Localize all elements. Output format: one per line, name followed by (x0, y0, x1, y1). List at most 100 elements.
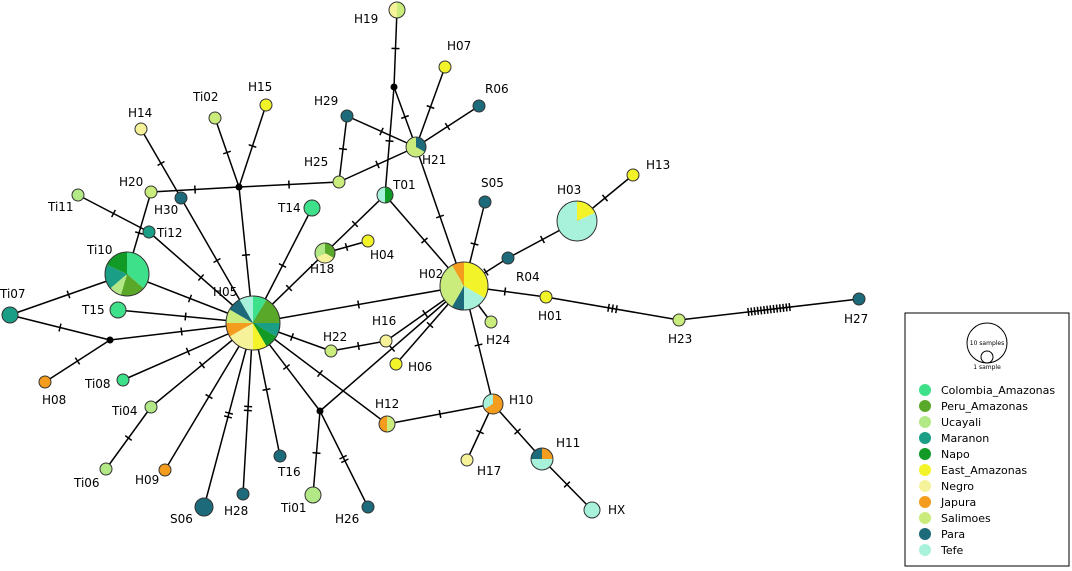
mutation-tick (435, 214, 445, 219)
mutation-tick (224, 411, 234, 415)
mutation-tick (312, 451, 321, 455)
haplotype-label: H28 (224, 504, 248, 518)
pie-slice (377, 187, 385, 203)
mutation-tick (514, 428, 521, 435)
pie-slice (461, 454, 473, 466)
haplotype-label: Ti11 (47, 200, 74, 214)
mutation-tick (444, 122, 451, 131)
pie-slice (385, 187, 393, 203)
pie-slice (502, 252, 514, 264)
node-outline (225, 295, 281, 351)
node-outline (236, 487, 250, 501)
pie-slice (584, 502, 600, 518)
node-outline (158, 463, 172, 477)
haplotype-node-h09 (158, 463, 172, 477)
mutation-tick (388, 344, 396, 353)
haplotype-label: H25 (304, 155, 328, 169)
haplotype-label: H26 (335, 512, 359, 526)
haplotype-node-h02 (439, 261, 489, 311)
node-outline (501, 251, 515, 265)
haplotype-label: T14 (277, 201, 301, 215)
haplotype-label: H30 (154, 203, 178, 217)
haplotype-node-t16 (273, 449, 287, 463)
pie-slice (341, 110, 353, 122)
pie-slice (106, 252, 127, 274)
node-outline (340, 109, 354, 123)
network-nodes (1, 1, 866, 519)
legend-swatch-japura (919, 496, 931, 508)
pie-slice (253, 296, 267, 323)
haplotype-label: T01 (392, 178, 416, 192)
legend-swatch-maranon (919, 432, 931, 444)
haplotype-node-h23 (672, 313, 686, 327)
network-edge (319, 410, 369, 508)
pie-slice (473, 100, 485, 112)
legend-scale-small-label: 1 sample (973, 364, 1001, 371)
pie-slice (479, 196, 491, 208)
pie-slice (485, 316, 497, 328)
node-outline (273, 449, 287, 463)
mutation-tick (426, 321, 434, 329)
pie-slice (362, 501, 374, 513)
pie-slice (253, 323, 267, 350)
mutation-tick (759, 306, 763, 315)
mutation-tick (539, 235, 546, 244)
mutation-tick (607, 303, 610, 312)
node-outline (208, 111, 222, 125)
mutation-tick (503, 287, 507, 296)
legend-swatch-tefe (919, 544, 931, 556)
pie-slice (452, 262, 464, 286)
mutation-tick (185, 347, 191, 356)
pie-slice (159, 464, 171, 476)
haplotype-node-h14 (134, 122, 148, 136)
node-outline (556, 200, 598, 242)
pie-slice (175, 192, 187, 204)
mutation-tick (385, 139, 394, 143)
legend-label: Colombia_Amazonas (941, 384, 1055, 397)
node-outline (388, 1, 406, 19)
pie-slice (439, 61, 451, 73)
node-outline (672, 313, 686, 327)
median-vector-node (106, 336, 114, 344)
haplotype-node-h19 (388, 1, 406, 19)
legend-label: Ucayali (941, 416, 981, 429)
node-outline (174, 191, 188, 205)
mutation-tick (124, 435, 133, 441)
mutation-tick (772, 304, 775, 314)
legend-label: Salimoes (941, 512, 991, 525)
pie-slice (145, 186, 157, 198)
network-edge (678, 298, 860, 321)
mutation-tick (187, 294, 193, 303)
pie-slice (127, 252, 149, 289)
legend-swatch-colombia_amazonas (919, 384, 931, 396)
haplotype-node-h12 (378, 415, 396, 433)
haplotype-label: T15 (81, 303, 105, 317)
node-outline (99, 462, 113, 476)
haplotype-label: T16 (277, 465, 301, 479)
pie-slice (387, 416, 395, 432)
mutation-tick (763, 305, 766, 315)
pie-slice (110, 302, 126, 318)
haplotype-label: H22 (323, 330, 347, 344)
haplotype-label: H03 (557, 183, 581, 197)
haplotype-node-h17 (460, 453, 474, 467)
haplotype-label: H09 (135, 473, 159, 487)
legend-frame (904, 312, 1070, 567)
haplotype-node-ti01 (304, 486, 322, 504)
mutation-tick (213, 257, 221, 264)
haplotype-node-h05 (225, 295, 281, 351)
haplotype-node-ti06 (99, 462, 113, 476)
mutation-tick (615, 305, 618, 314)
mutation-tick (241, 253, 251, 257)
haplotype-label: R04 (516, 270, 540, 284)
legend-swatch-east_amazonas (919, 464, 931, 476)
haplotype-node-h06 (389, 357, 403, 371)
mutation-tick (357, 300, 360, 309)
node-outline (482, 393, 504, 415)
pie-slice (305, 487, 321, 503)
mutation-tick (766, 305, 769, 314)
haplotype-label: R06 (485, 82, 509, 96)
mutation-tick (278, 263, 287, 268)
pie-slice (362, 235, 374, 247)
mutation-tick (184, 312, 187, 321)
